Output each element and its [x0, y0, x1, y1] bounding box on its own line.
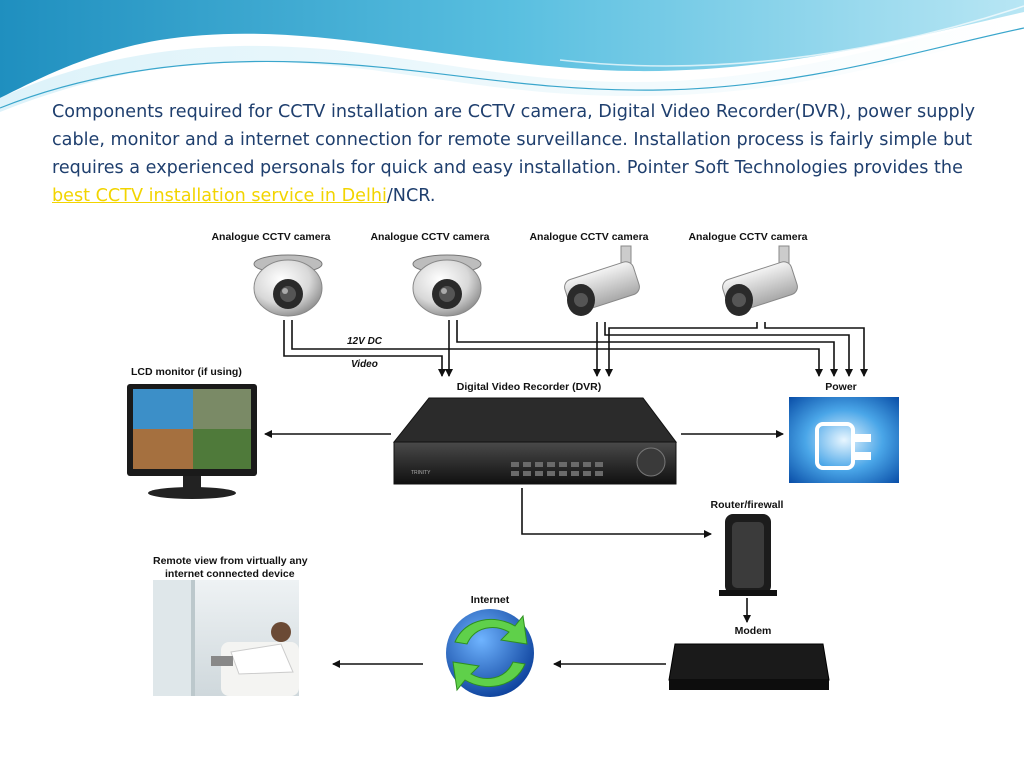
bullet-camera-2	[722, 245, 798, 316]
camera-4-label: Analogue CCTV camera	[688, 231, 807, 243]
camera-wiring	[283, 320, 868, 377]
power-label: Power	[825, 381, 857, 393]
dvr-to-router-arrow	[521, 488, 712, 538]
camera-2-label: Analogue CCTV camera	[370, 231, 489, 243]
remote-label-line2: internet connected device	[165, 568, 295, 580]
remote-view-photo	[153, 580, 299, 696]
intro-text: Components required for CCTV installatio…	[52, 102, 976, 178]
dome-camera-2	[412, 254, 482, 317]
remote-label-line1: Remote view from virtually any	[153, 555, 308, 567]
bullet-camera-1	[564, 245, 640, 316]
cctv-service-link[interactable]: best CCTV installation service in Delhi	[52, 186, 387, 206]
intro-paragraph: Components required for CCTV installatio…	[52, 98, 992, 210]
modem-label: Modem	[735, 625, 772, 637]
modem-device	[668, 643, 830, 690]
power-outlet	[789, 397, 899, 483]
cctv-diagram: Analogue CCTV camera Analogue CCTV camer…	[127, 231, 899, 697]
dvr-label: Digital Video Recorder (DVR)	[457, 381, 602, 393]
monitor-label: LCD monitor (if using)	[131, 366, 242, 378]
dvr-device: TRINITY	[392, 397, 677, 485]
camera-3-label: Analogue CCTV camera	[529, 231, 648, 243]
lcd-monitor	[127, 384, 257, 499]
header-wave	[0, 0, 1024, 112]
dome-camera-1	[253, 254, 323, 317]
camera-1-label: Analogue CCTV camera	[211, 231, 330, 243]
dvr-brand: TRINITY	[411, 470, 431, 476]
internet-globe-icon	[446, 609, 534, 697]
dc-label: 12V DC	[347, 336, 383, 347]
router-label: Router/firewall	[711, 499, 784, 511]
router-firewall	[719, 514, 777, 596]
video-label: Video	[351, 359, 378, 370]
intro-text-end: /NCR.	[386, 186, 436, 206]
internet-label: Internet	[471, 594, 510, 606]
